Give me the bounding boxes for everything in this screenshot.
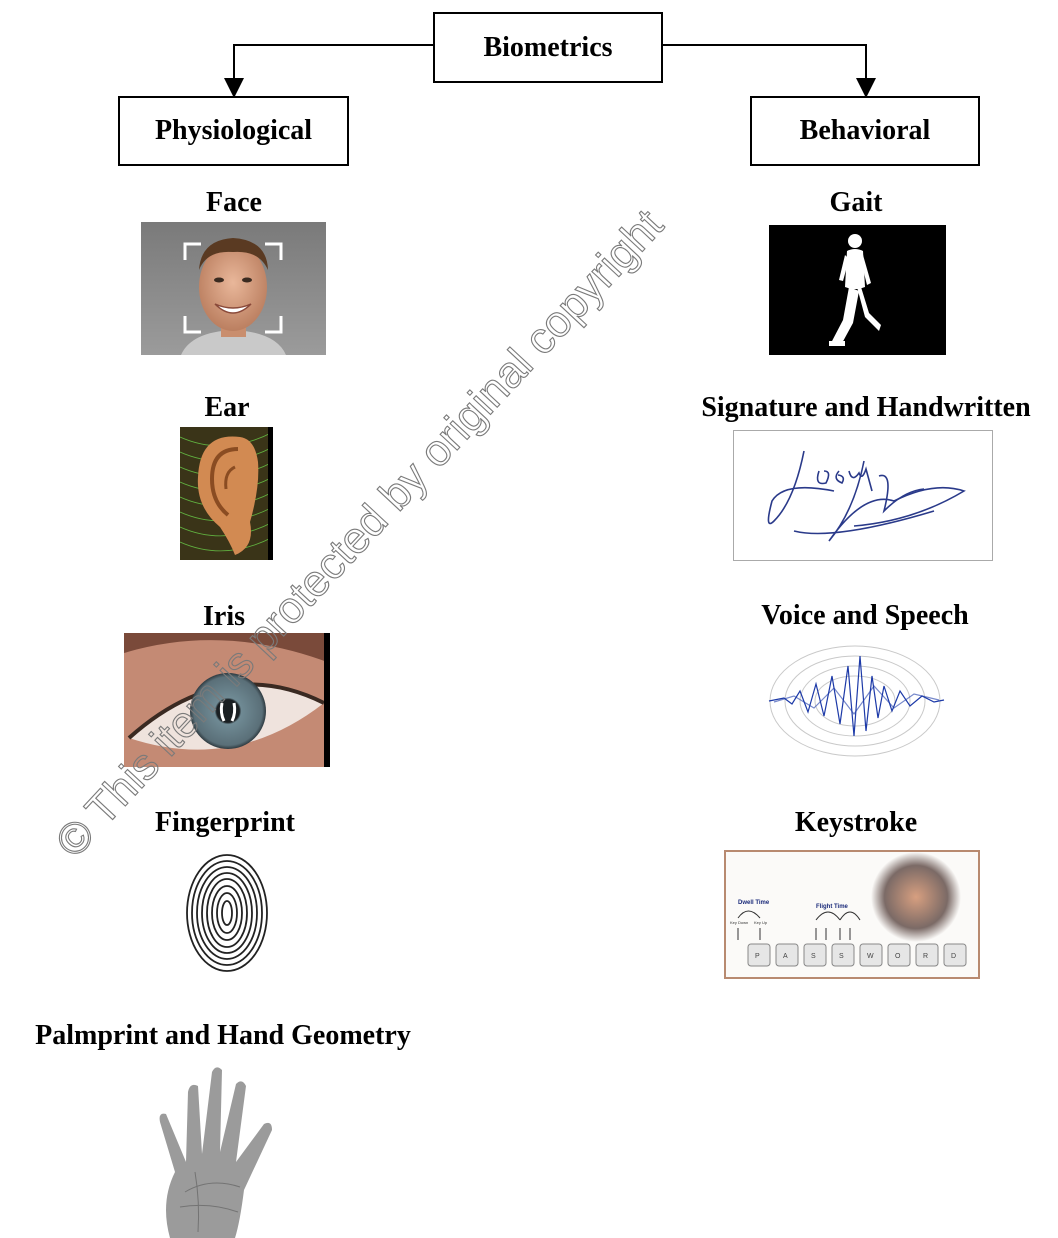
- keystroke-diagram: Dwell Time Flight Time Key Down Key Up P…: [724, 850, 980, 979]
- keystroke-label: Keystroke: [756, 807, 956, 839]
- dwell-time-text: Dwell Time: [738, 900, 770, 906]
- keycap-letter: S: [839, 953, 844, 960]
- gait-label: Gait: [756, 187, 956, 219]
- voice-waveform: [764, 636, 946, 766]
- keycap-letter: P: [755, 953, 760, 960]
- behavioral-label: Behavioral: [800, 115, 931, 147]
- arrow-to-behavioral: [662, 45, 866, 88]
- palmprint-label: Palmprint and Hand Geometry: [8, 1020, 438, 1052]
- palmprint-image: [140, 1062, 280, 1238]
- walking-silhouette: [769, 225, 946, 355]
- signature-label: Signature and Handwritten: [676, 392, 1056, 424]
- iris-photo: [124, 633, 330, 767]
- keycap-letter: O: [895, 953, 901, 960]
- ear-photo: [180, 427, 273, 560]
- fingerprint-label: Fingerprint: [125, 807, 325, 839]
- physiological-box: Physiological: [118, 96, 349, 166]
- physiological-label: Physiological: [155, 115, 312, 147]
- ear-label: Ear: [127, 392, 327, 424]
- keycap-letter: D: [951, 953, 956, 960]
- key-down-text: Key Down: [730, 920, 748, 925]
- keycap-letter: S: [811, 953, 816, 960]
- fingerprint-image: [184, 845, 270, 975]
- flight-time-text: Flight Time: [816, 904, 849, 910]
- key-up-text: Key Up: [754, 920, 768, 925]
- keycap-letter: A: [783, 953, 788, 960]
- iris-label: Iris: [124, 601, 324, 633]
- voice-label: Voice and Speech: [740, 600, 990, 632]
- face-label: Face: [134, 187, 334, 219]
- biometrics-label: Biometrics: [483, 32, 612, 64]
- keycap-letter: R: [923, 953, 928, 960]
- biometrics-box: Biometrics: [433, 12, 663, 83]
- face-photo: [141, 222, 326, 355]
- arrow-to-physiological: [234, 45, 433, 88]
- keycap-letter: W: [867, 953, 874, 960]
- signature-image: [733, 430, 993, 561]
- behavioral-box: Behavioral: [750, 96, 980, 166]
